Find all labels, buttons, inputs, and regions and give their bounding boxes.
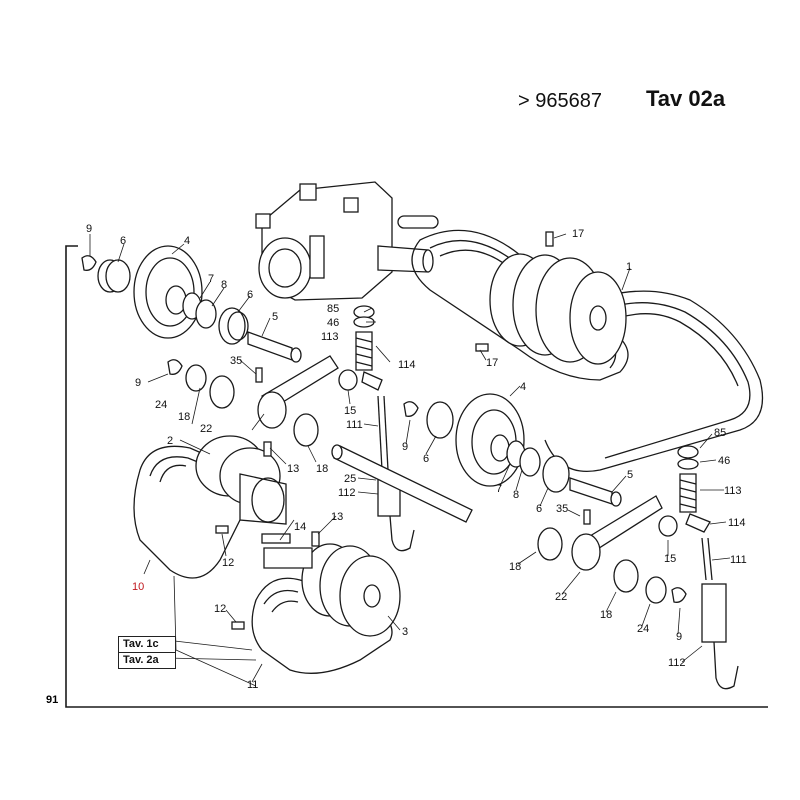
idler-assembly-left	[167, 355, 358, 447]
part-label: 18	[316, 463, 328, 475]
drive-assembly-left	[81, 245, 302, 363]
key-part	[397, 215, 439, 229]
part-label-highlighted: 10	[132, 581, 144, 593]
part-label: 24	[155, 399, 167, 411]
set-screw	[545, 231, 554, 247]
part-label: 6	[423, 453, 429, 465]
set-screw	[311, 531, 320, 547]
part-labels: 9 6 4 7 8 6 5 85 46 113 114 17 17 1 35 9…	[86, 223, 747, 691]
part-label: 12	[214, 603, 226, 615]
part-label: 15	[344, 405, 356, 417]
part-label: 112	[668, 657, 686, 669]
part-label: 6	[247, 289, 253, 301]
part-label: 9	[135, 377, 141, 389]
part-label: 9	[86, 223, 92, 235]
part-label: 5	[272, 311, 278, 323]
pulley-2	[133, 435, 287, 579]
part-label: 5	[627, 469, 633, 481]
part-label: 4	[184, 235, 190, 247]
part-label: 3	[402, 626, 408, 638]
part-label: 1	[626, 261, 632, 273]
part-label: 7	[208, 273, 214, 285]
part-label: 46	[718, 455, 730, 467]
table-title: Tav 02a	[646, 86, 726, 111]
part-label: 9	[676, 631, 682, 643]
part-label: 111	[346, 419, 363, 431]
part-label: 7	[496, 483, 502, 495]
set-screw	[231, 621, 245, 630]
part-label: 114	[398, 359, 416, 371]
tensioner-upper	[353, 305, 383, 391]
page-number: 91	[46, 694, 59, 706]
part-label: 15	[664, 553, 676, 565]
cross-reference-box: Tav. 1c	[118, 636, 176, 653]
part-label: 2	[167, 435, 173, 447]
tension-rod-right	[701, 537, 739, 690]
part-label: 13	[331, 511, 343, 523]
part-label: 9	[402, 441, 408, 453]
part-label: 35	[556, 503, 568, 515]
part-label: 114	[728, 517, 746, 529]
key-part	[261, 533, 291, 544]
part-label: 85	[327, 303, 339, 315]
set-screw	[475, 343, 489, 352]
part-label: 25	[344, 473, 356, 485]
set-screw	[215, 525, 229, 534]
part-label: 12	[222, 557, 234, 569]
part-label: 46	[327, 317, 339, 329]
leader-lines	[89, 233, 731, 687]
part-label: 35	[230, 355, 242, 367]
part-label: 24	[637, 623, 649, 635]
part-label: 111	[730, 554, 747, 566]
part-label: 85	[714, 427, 726, 439]
reference-number: > 965687	[518, 90, 602, 112]
part-label: 17	[572, 228, 584, 240]
gearbox	[255, 181, 434, 301]
part-label: 4	[520, 381, 526, 393]
part-label: 113	[321, 331, 339, 343]
part-label: 8	[221, 279, 227, 291]
part-label: 6	[536, 503, 542, 515]
pulley-1	[489, 253, 627, 365]
pulley-3	[251, 543, 401, 674]
part-label: 18	[600, 609, 612, 621]
part-label: 17	[486, 357, 498, 369]
part-label: 22	[200, 423, 212, 435]
part-label: 6	[120, 235, 126, 247]
part-label: 8	[513, 489, 519, 501]
part-label: 113	[724, 485, 742, 497]
part-label: 18	[509, 561, 521, 573]
frame-border	[65, 245, 768, 708]
part-label: 18	[178, 411, 190, 423]
part-label: 22	[555, 591, 567, 603]
part-label: 11	[247, 679, 258, 691]
cross-reference-box: Tav. 2a	[118, 652, 176, 669]
part-label: 14	[294, 521, 306, 533]
drive-assembly-right	[403, 393, 622, 507]
part-label: 13	[287, 463, 299, 475]
part-label: 112	[338, 487, 356, 499]
tensioner-lower	[537, 445, 711, 604]
